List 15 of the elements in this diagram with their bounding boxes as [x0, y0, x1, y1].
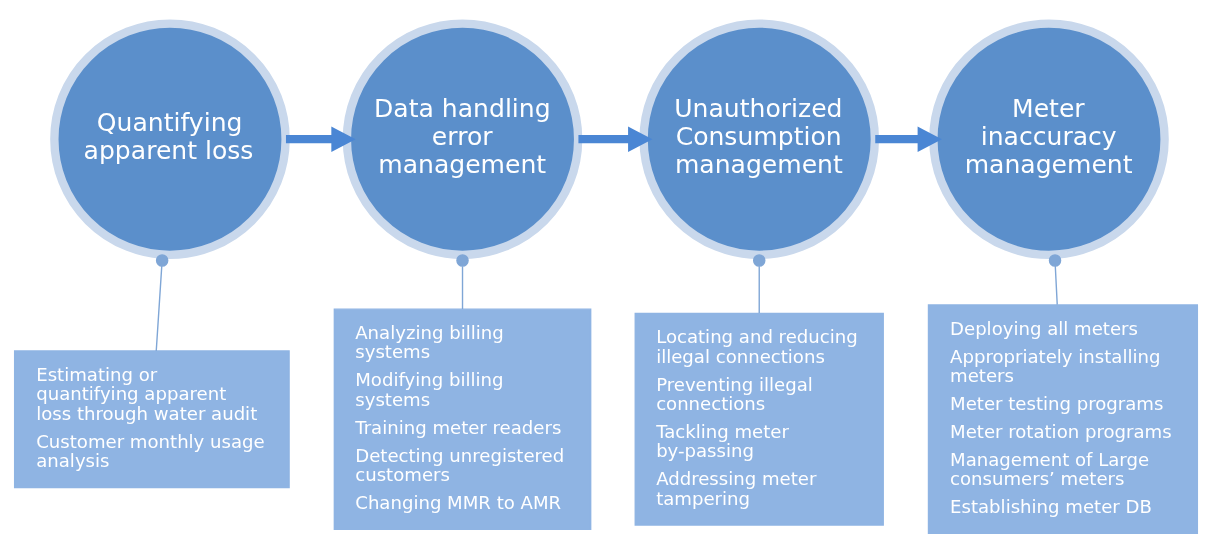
arrow: [578, 126, 653, 152]
connector: [155, 254, 169, 352]
node-circle: Quantifying apparent loss: [50, 19, 290, 259]
arrow: [285, 126, 356, 152]
connector: [752, 254, 766, 314]
node-box: Analyzing billing systems Modifying billing systems Training meter readers Detecting unregistered customers Changing MMR to AMR: [333, 308, 592, 530]
node-box: Estimating or quantifying apparent loss through water audit Customer monthly usage analysis: [13, 350, 290, 489]
node-circle: Data handling error management: [342, 19, 583, 259]
arrow: [875, 126, 942, 152]
node-box: Locating and reducing illegal connections Preventing illegal connections Tackling meter by-passing Addressing meter tampering: [634, 312, 884, 526]
node-circle: Meter inaccuracy management: [929, 19, 1169, 259]
node-circle: Unauthorized Consumption management: [639, 19, 880, 259]
node-box: Deploying all meters Appropriately installing meters Meter testing programs Meter rotation programs Management of Large consumers’ meters Establishing meter DB: [927, 304, 1199, 535]
connector: [456, 254, 469, 310]
connector: [1048, 254, 1062, 306]
